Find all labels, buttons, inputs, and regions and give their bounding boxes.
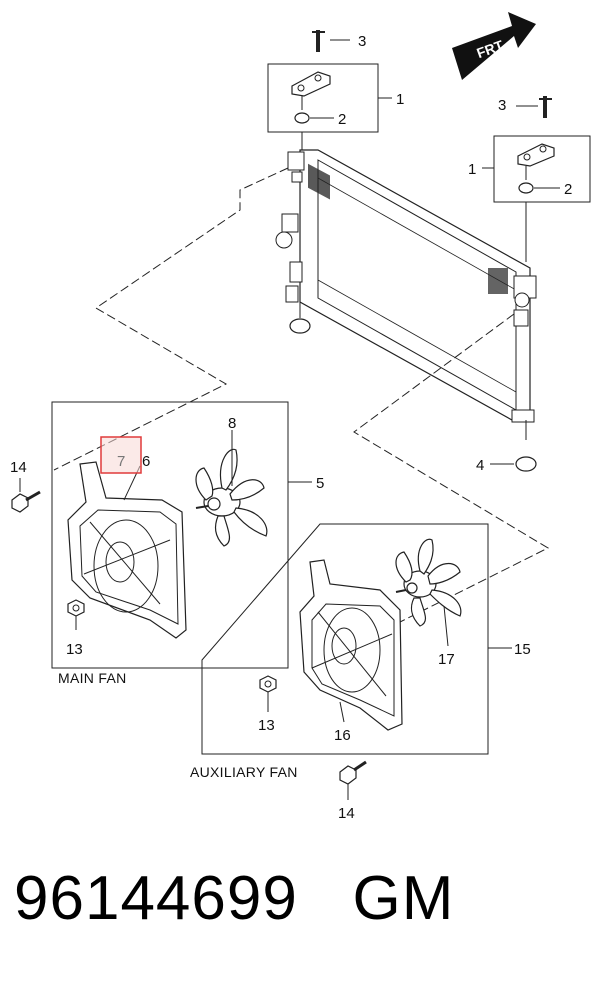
auxiliary-fan-nut-13	[259, 675, 277, 712]
callout-4: 4	[476, 457, 484, 474]
part-number: 96144699	[14, 864, 298, 933]
auxiliary-fan-group	[201, 523, 512, 755]
callout-6: 6	[142, 453, 150, 470]
callout-7: 7	[117, 453, 125, 470]
highlight-box-7	[100, 436, 142, 474]
callout-3-right: 3	[498, 97, 506, 114]
callout-2-top: 2	[338, 111, 346, 128]
callout-1-right: 1	[468, 161, 476, 178]
callout-3-top: 3	[358, 33, 366, 50]
callout-14-main: 14	[10, 459, 27, 476]
dashed-leaders	[53, 167, 550, 629]
main-fan-blade	[195, 430, 268, 547]
top-bracket-group	[267, 30, 392, 150]
right-bracket-group	[482, 96, 591, 262]
caption-auxiliary-fan: AUXILIARY FAN	[190, 764, 298, 780]
callout-16: 16	[334, 727, 351, 744]
caption-main-fan: MAIN FAN	[58, 670, 127, 686]
callout-13-main: 13	[66, 641, 83, 658]
radiator	[275, 149, 537, 440]
brand-name: GM	[352, 864, 455, 933]
callout-8: 8	[228, 415, 236, 432]
callout-2-right: 2	[564, 181, 572, 198]
callout-15: 15	[514, 641, 531, 658]
part-number-footer: 96144699 GM	[14, 868, 454, 930]
footer-spacer	[298, 864, 353, 933]
lower-mount-4	[490, 456, 537, 472]
frt-direction-arrow: FRT	[452, 12, 536, 80]
main-fan-group	[51, 401, 312, 669]
auxiliary-fan-bolt-14	[339, 760, 367, 800]
callout-14-aux: 14	[338, 805, 355, 822]
callout-17: 17	[438, 651, 455, 668]
main-fan-bolt-14	[11, 478, 41, 513]
callout-5: 5	[316, 475, 324, 492]
auxiliary-fan-blade	[395, 538, 462, 647]
callout-13-aux: 13	[258, 717, 275, 734]
callout-1-top: 1	[396, 91, 404, 108]
main-fan-nut-13	[67, 599, 85, 630]
